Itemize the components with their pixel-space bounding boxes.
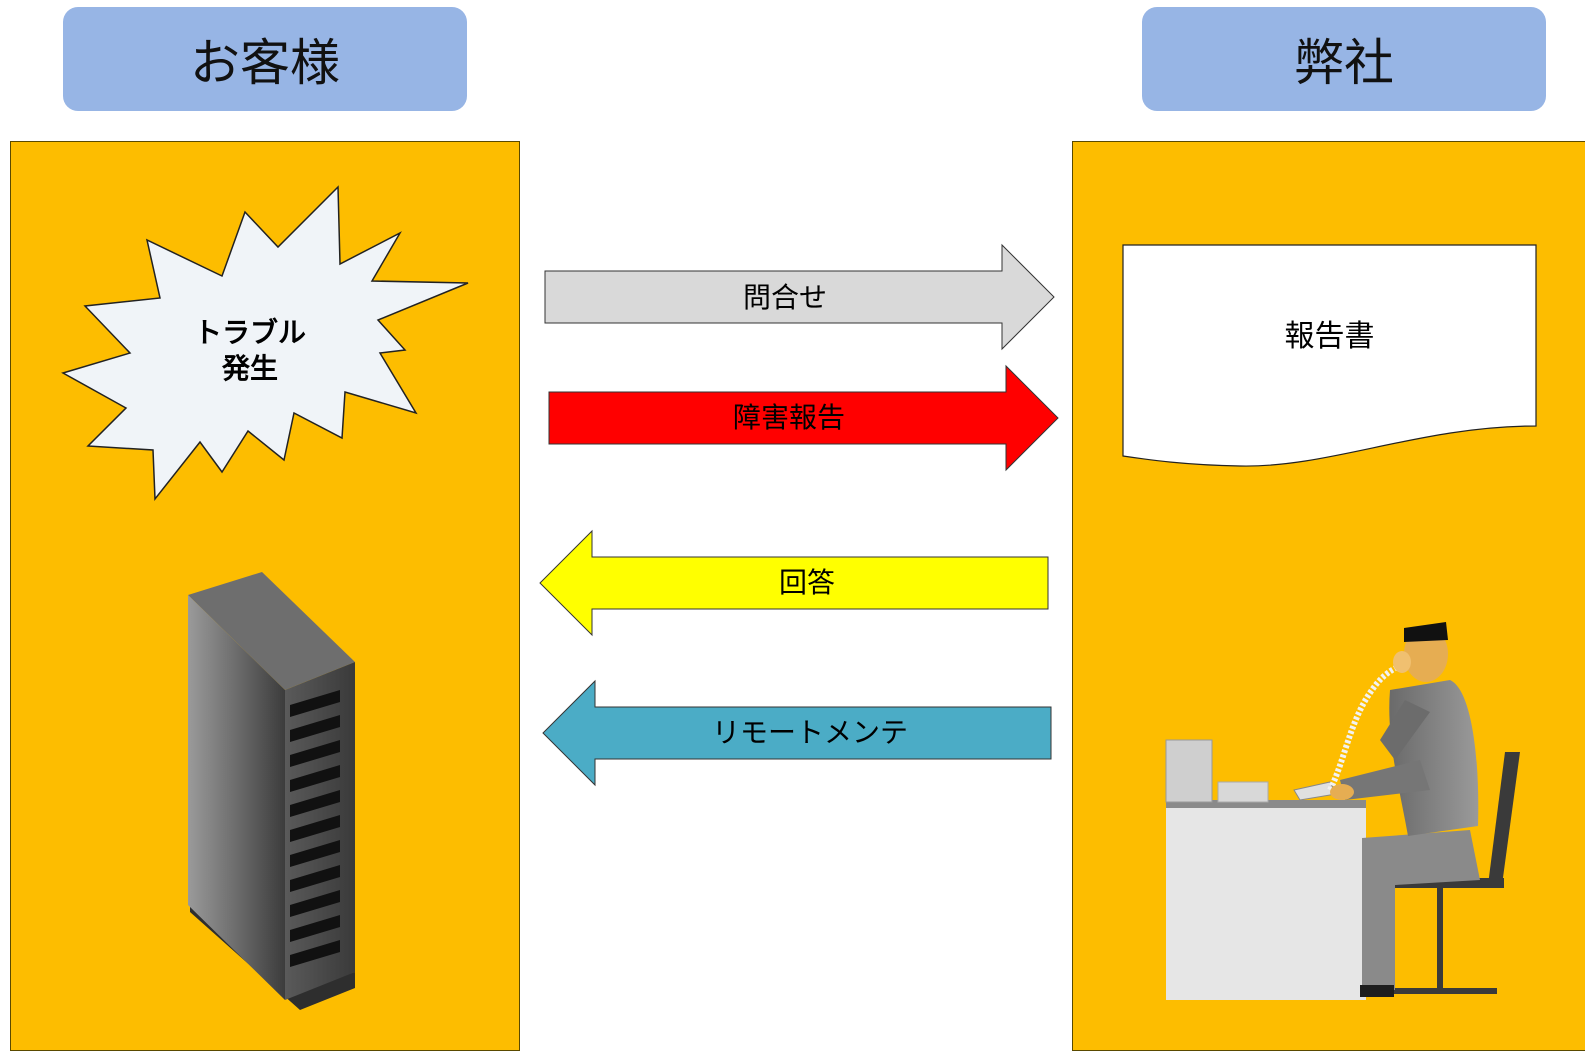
report-document-label: 報告書 — [1284, 319, 1375, 354]
arrow-remote-maintenance — [542, 679, 1052, 787]
customer-header-label: お客様 — [190, 34, 340, 92]
arrow-fault-report-label: 障害報告 — [732, 401, 845, 434]
trouble-burst-line2: 発生 — [221, 352, 278, 385]
company-header-label: 弊社 — [1294, 34, 1394, 92]
customer-header: お客様 — [63, 7, 467, 111]
arrow-answer — [539, 529, 1049, 637]
arrow-fault-report — [548, 364, 1059, 472]
report-document-shape — [1122, 244, 1537, 467]
trouble-burst-label: トラブル 発生 — [170, 315, 330, 387]
company-header: 弊社 — [1142, 7, 1546, 111]
arrow-answer-label: 回答 — [778, 566, 835, 599]
arrow-remote-maintenance-label: リモートメンテ — [711, 716, 908, 749]
trouble-burst-line1: トラブル — [193, 316, 306, 349]
arrow-inquiry-label: 問合せ — [742, 281, 827, 314]
trouble-burst-shape — [61, 185, 469, 502]
arrow-inquiry — [544, 243, 1055, 351]
support-staff-on-phone-icon — [1165, 622, 1520, 1000]
server-tower-icon — [188, 572, 355, 1010]
